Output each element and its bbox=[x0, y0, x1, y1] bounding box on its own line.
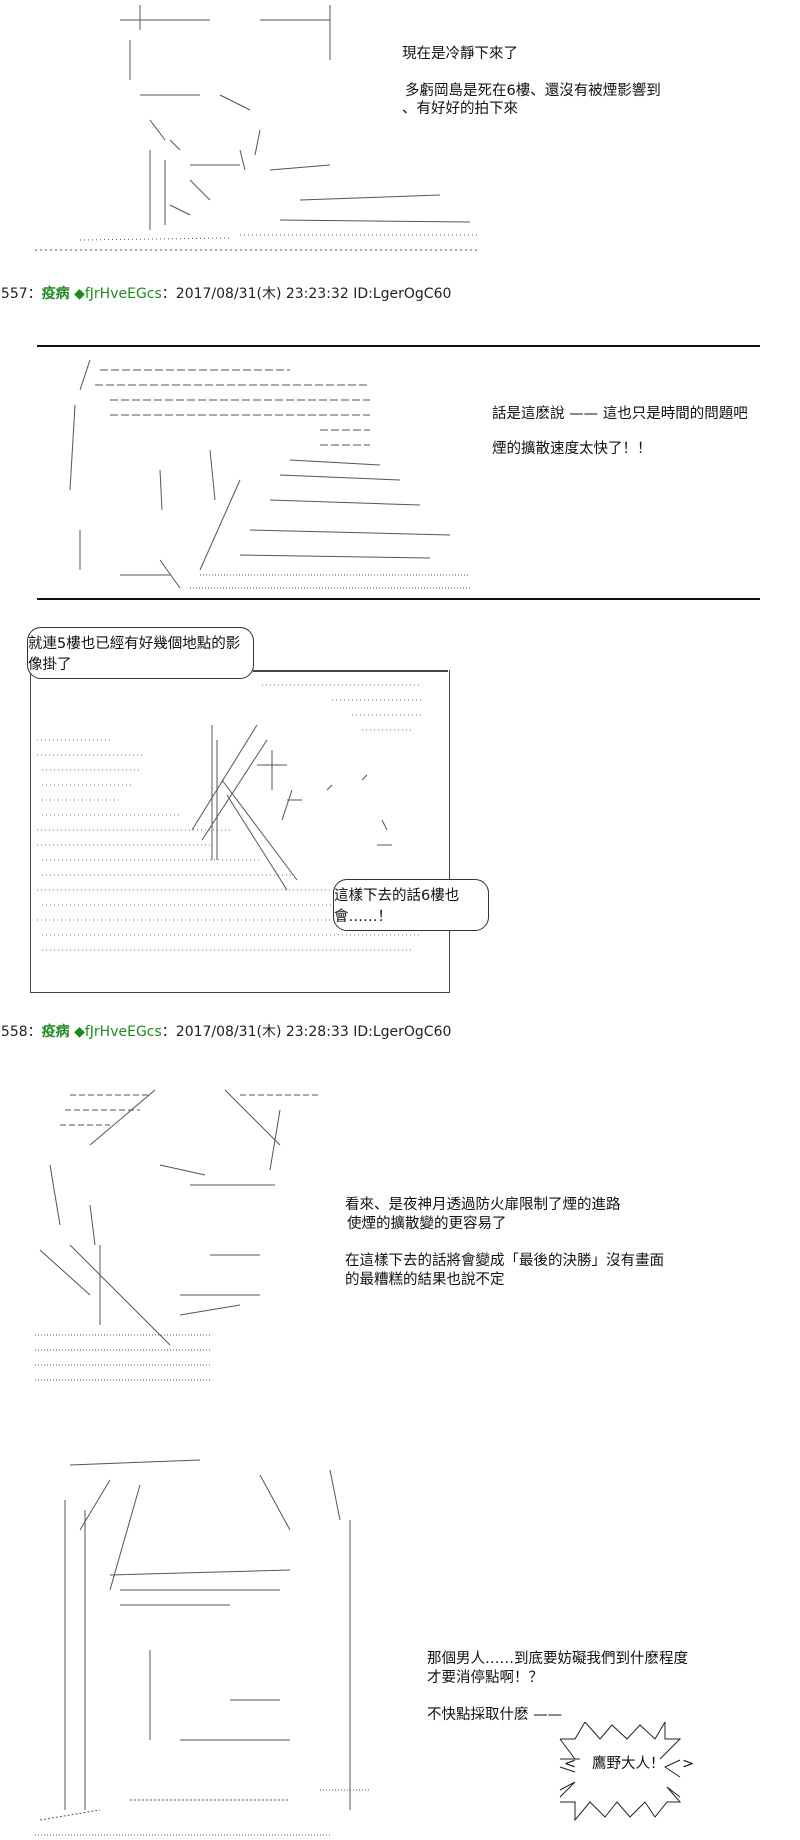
post-number: 3558 bbox=[0, 1024, 28, 1040]
ascii-art-character-3 bbox=[35, 1089, 320, 1381]
bubble-text: 這樣下去的話6樓也會……！ bbox=[334, 888, 460, 925]
narration-text: 煙的擴散速度太快了！！ bbox=[492, 441, 652, 457]
narration-text: 現在是冷靜下來了 bbox=[402, 46, 518, 62]
post-header: 3558：疫病 ◆fJrHveEGcs：2017/08/31(木) 23:28:… bbox=[0, 1021, 451, 1041]
narration-text: 使煙的擴散變的更容易了 bbox=[347, 1216, 507, 1232]
panel-frame bbox=[30, 670, 450, 993]
frame-top-edge bbox=[253, 670, 448, 672]
bubble-text: 就連5樓也已經有好幾個地點的影像掛了 bbox=[28, 636, 241, 673]
ascii-art-character-1 bbox=[35, 5, 480, 251]
post-header: 3557：疫病 ◆fJrHveEGcs：2017/08/31(木) 23:23:… bbox=[0, 283, 451, 303]
shout-burst-bubble bbox=[559, 1722, 682, 1822]
separator: ： bbox=[161, 1024, 176, 1040]
separator: ： bbox=[161, 286, 176, 302]
post-date: 2017/08/31(木) 23:28:33 bbox=[175, 1024, 349, 1040]
narration-text: 才要消停點啊！？ bbox=[427, 1670, 543, 1686]
separator: ： bbox=[27, 286, 42, 302]
panel-divider bbox=[37, 598, 760, 600]
narration-text: 話是這麽說 —— 這也只是時間的問題吧 bbox=[492, 406, 748, 422]
ascii-art-fire-scene bbox=[37, 684, 432, 951]
narration-text: 那個男人……到底要妨礙我們到什麽程度 bbox=[427, 1651, 688, 1667]
shout-bracket-left: < bbox=[564, 1756, 577, 1772]
narration-text: 多虧岡島是死在6樓、還沒有被煙影響到 bbox=[405, 83, 661, 99]
speech-bubble: 就連5樓也已經有好幾個地點的影像掛了 bbox=[27, 627, 254, 679]
panel-divider bbox=[37, 345, 760, 347]
post-date: 2017/08/31(木) 23:23:32 bbox=[175, 286, 349, 302]
narration-text: 、有好好的拍下來 bbox=[402, 101, 518, 117]
narration-text: 不快點採取什麽 —— bbox=[427, 1707, 563, 1723]
shout-bracket-right: > bbox=[682, 1756, 695, 1772]
poster-trip: ◆fJrHveEGcs bbox=[74, 1024, 162, 1040]
narration-text: 看來、是夜神月透過防火扉限制了煙的進路 bbox=[345, 1197, 621, 1213]
narration-text: 的最糟糕的結果也說不定 bbox=[345, 1272, 505, 1288]
ascii-art-character-4 bbox=[35, 1459, 370, 1836]
post-id: ID:LgerOgC60 bbox=[353, 286, 452, 302]
post-number: 3557 bbox=[0, 286, 28, 302]
speech-bubble: 這樣下去的話6樓也會……！ bbox=[333, 879, 489, 931]
ascii-art-character-2 bbox=[69, 359, 470, 589]
post-id: ID:LgerOgC60 bbox=[353, 1024, 452, 1040]
shout-text: 鷹野大人！ bbox=[592, 1756, 665, 1772]
poster-trip: ◆fJrHveEGcs bbox=[74, 286, 162, 302]
poster-name[interactable]: 疫病 bbox=[41, 286, 70, 302]
poster-name[interactable]: 疫病 bbox=[41, 1024, 70, 1040]
separator: ： bbox=[27, 1024, 42, 1040]
narration-text: 在這樣下去的話將會變成「最後的決勝」沒有畫面 bbox=[345, 1253, 664, 1269]
